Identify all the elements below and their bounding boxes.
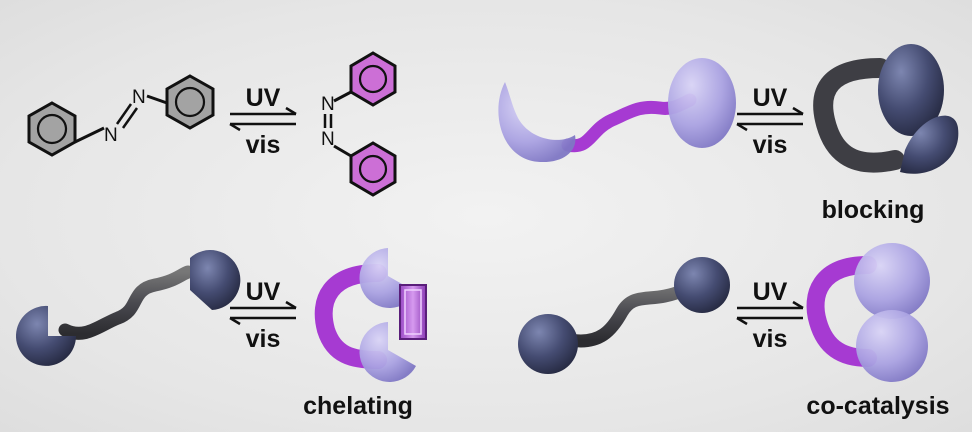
chelating-label: chelating — [303, 392, 413, 420]
reverse-arrow-head — [736, 316, 748, 326]
reverse-arrow-head — [736, 122, 748, 132]
trans-benzene-ring-right — [165, 74, 215, 130]
forward-arrow-head — [285, 300, 297, 310]
light-sphere-top — [854, 243, 930, 319]
vis-label: vis — [246, 131, 281, 159]
chelated-guest-highlight — [404, 289, 422, 335]
blocking-label: blocking — [822, 196, 925, 224]
ellipsoid-site — [668, 58, 736, 148]
uv-label: UV — [246, 278, 281, 306]
azo-double-bond-a — [115, 103, 133, 125]
trans-linker-tube — [58, 265, 195, 340]
cocatalysis-label: co-catalysis — [806, 392, 949, 420]
light-sphere-bottom — [856, 310, 928, 382]
bond-c-n-right — [146, 94, 168, 105]
pacman-site-left — [16, 305, 76, 366]
uv-label: UV — [753, 278, 788, 306]
uv-label: UV — [753, 84, 788, 112]
nitrogen-atom-3: N — [321, 94, 335, 115]
bond-c-n-left — [74, 126, 105, 144]
reverse-arrow-head — [229, 316, 241, 326]
blocking-open-state — [498, 58, 736, 163]
dark-sphere-left — [518, 314, 578, 374]
equilibrium-arrows-4: UV vis — [736, 278, 804, 353]
forward-arrow-head — [792, 300, 804, 310]
forward-arrow-head — [285, 106, 297, 116]
trans-benzene-ring-left — [27, 101, 77, 157]
cocatalysis-closed-state — [806, 243, 930, 382]
dark-ellipsoid — [878, 44, 944, 136]
cup-receptor — [498, 82, 576, 163]
dark-cup — [900, 115, 959, 174]
bond-c-n-bottom — [333, 144, 352, 158]
equilibrium-arrows-2: UV vis — [736, 84, 804, 159]
chelating-open-state — [16, 250, 241, 366]
reverse-arrow-head — [229, 122, 241, 132]
trans-azobenzene: N N — [27, 74, 215, 157]
equilibrium-arrows-3: UV vis — [229, 278, 297, 353]
vis-label: vis — [246, 325, 281, 353]
pacman-site-right — [190, 250, 241, 310]
cis-benzene-ring-top — [349, 51, 397, 107]
chelated-guest — [399, 284, 427, 340]
vis-label: vis — [753, 325, 788, 353]
blocking-closed-state — [813, 44, 959, 174]
nitrogen-atom-2: N — [132, 87, 146, 108]
nitrogen-atom-4: N — [321, 129, 335, 150]
nitrogen-atom-1: N — [104, 125, 118, 146]
chelating-closed-state — [314, 248, 427, 382]
azo-double-bond-b — [121, 107, 139, 129]
forward-arrow-head — [792, 106, 804, 116]
cis-linker-tube — [806, 256, 877, 367]
trans-linker-tube — [813, 58, 905, 173]
vis-label: vis — [753, 131, 788, 159]
pacman-site-bottom — [359, 322, 416, 382]
uv-label: UV — [246, 84, 281, 112]
cocatalysis-open-state — [518, 257, 730, 374]
cis-benzene-ring-bottom — [349, 141, 397, 197]
cis-linker-tube — [314, 264, 387, 369]
bond-c-n-top — [333, 90, 352, 103]
cis-azobenzene: N N — [321, 51, 397, 197]
dark-sphere-right — [674, 257, 730, 313]
equilibrium-arrows-1: UV vis — [229, 84, 297, 159]
